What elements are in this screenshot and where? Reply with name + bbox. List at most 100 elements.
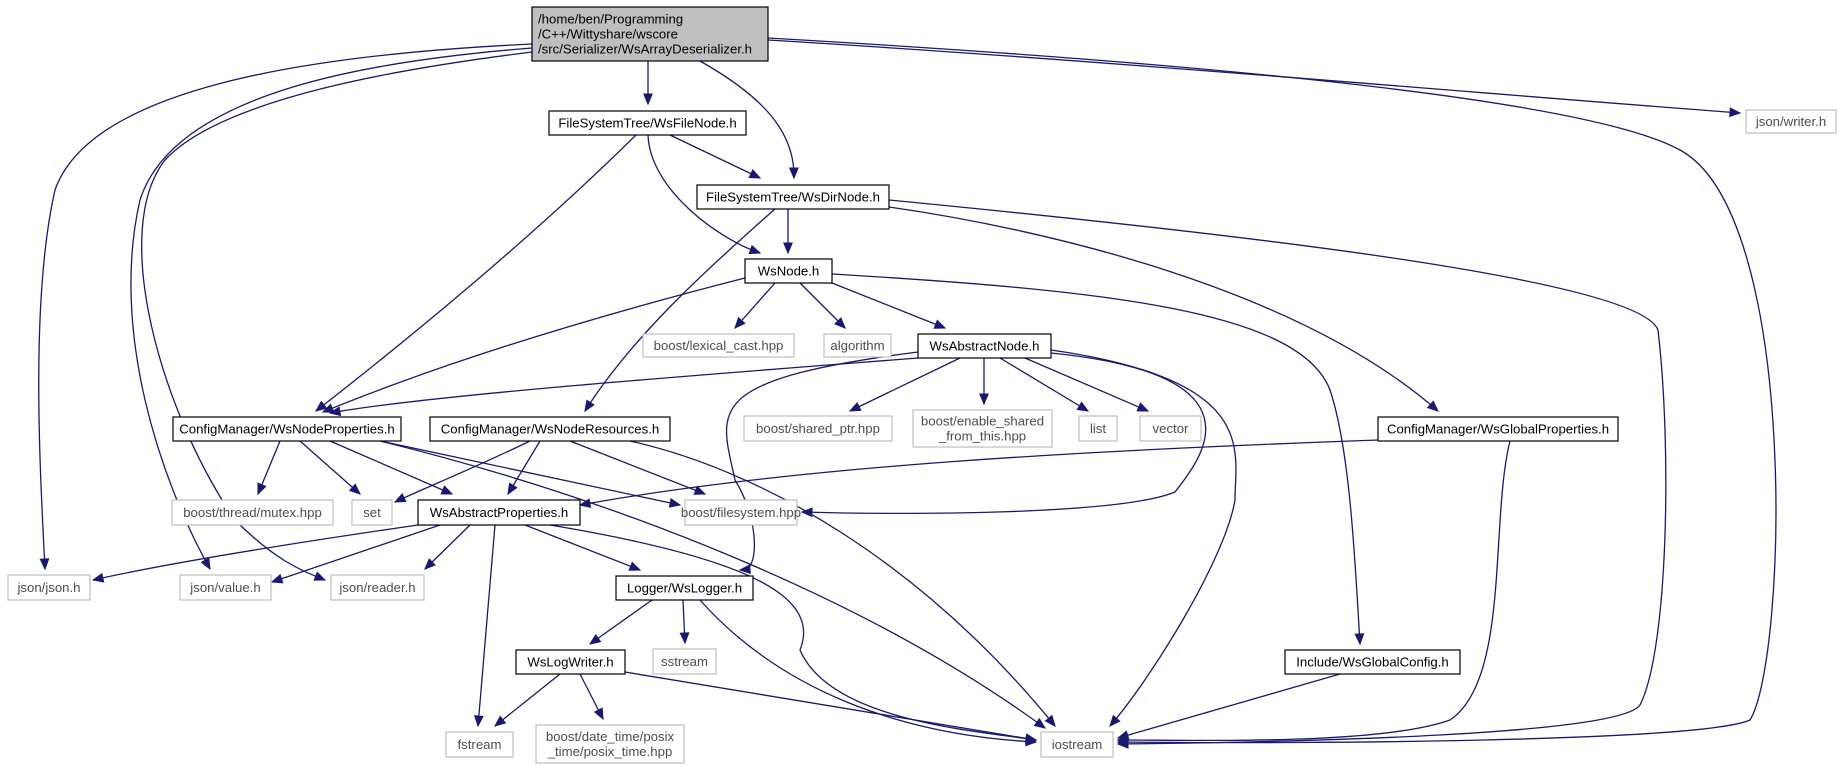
node-nodeprops[interactable]: ConfigManager/WsNodeProperties.h xyxy=(172,416,402,442)
node-label: boost/shared_ptr.hpp xyxy=(756,421,880,436)
edge-absprops-to-jsonvalue xyxy=(271,524,441,583)
arrowhead-absprops-to-logger xyxy=(628,561,642,571)
arrowhead-noderes-to-filesystem xyxy=(693,485,707,495)
node-lexical: boost/lexical_cast.hpp xyxy=(642,333,795,358)
edge-absnode-to-list xyxy=(999,357,1089,412)
arrowhead-absnode-to-iostream xyxy=(1109,714,1121,727)
arrowhead-nodeprops-to-mutex xyxy=(257,482,267,496)
node-label: set xyxy=(363,505,381,520)
edge-globalprops-to-absprops xyxy=(579,439,1379,506)
node-box xyxy=(179,574,272,601)
arrowhead-root-to-jsonreader xyxy=(313,571,327,581)
edge-absprops-to-iostream xyxy=(549,524,1037,741)
arrowhead-absnode-to-sharedptr xyxy=(848,401,862,412)
arrowhead-root-to-jsonwriter xyxy=(1729,107,1742,118)
node-box xyxy=(823,333,892,358)
node-absnode[interactable]: WsAbstractNode.h xyxy=(917,333,1052,359)
arrowhead-wsnode-to-lexical xyxy=(734,316,746,329)
node-mutex: boost/thread/mutex.hpp xyxy=(171,499,334,526)
arrowhead-globalprops-to-absprops xyxy=(578,498,592,509)
edge-absprops-to-fstream xyxy=(477,524,496,727)
edge-fsdir-to-noderes xyxy=(584,208,776,412)
node-label: ConfigManager/WsGlobalProperties.h xyxy=(1387,422,1609,437)
node-posix: boost/date_time/posix_time/posix_time.hp… xyxy=(535,724,685,764)
edge-root-to-jsonwriter xyxy=(767,39,1741,114)
arrowhead-noderes-to-absprops xyxy=(507,482,518,496)
edge-logger-to-logwriter xyxy=(589,599,653,645)
edge-logwriter-to-iostream xyxy=(624,671,1037,741)
node-sharedptr: boost/shared_ptr.hpp xyxy=(743,415,893,442)
node-label: boost/lexical_cast.hpp xyxy=(654,338,784,353)
node-label: vector xyxy=(1153,421,1190,436)
node-label: ConfigManager/WsNodeProperties.h xyxy=(179,422,395,437)
node-wsnode[interactable]: WsNode.h xyxy=(744,258,833,284)
node-logger[interactable]: Logger/WsLogger.h xyxy=(615,575,754,601)
node-label: iostream xyxy=(1052,737,1103,752)
node-label: WsAbstractProperties.h xyxy=(430,505,569,520)
node-noderes[interactable]: ConfigManager/WsNodeResources.h xyxy=(429,416,671,442)
arrowhead-noderes-to-iostream xyxy=(1044,714,1056,727)
node-fsdir[interactable]: FileSystemTree/WsDirNode.h xyxy=(696,184,890,210)
edge-noderes-to-set xyxy=(394,440,531,503)
node-box xyxy=(351,499,393,526)
node-enableshared: boost/enable_shared_from_this.hpp xyxy=(912,409,1053,448)
arrowhead-absnode-to-vector xyxy=(1136,402,1150,412)
node-label: algorithm xyxy=(830,338,884,353)
edge-fsdir-to-iostream xyxy=(888,199,1667,745)
node-box xyxy=(330,574,425,601)
node-label: WsAbstractNode.h xyxy=(930,339,1040,354)
node-box xyxy=(417,499,581,526)
edge-root-to-iostream xyxy=(767,37,1777,744)
node-label: /src/Serializer/WsArrayDeserializer.h xyxy=(538,42,752,57)
arrowhead-root-to-fsfile xyxy=(643,93,653,106)
edge-root-to-jsonvalue xyxy=(130,47,533,570)
edge-absnode-to-iostream xyxy=(1050,349,1237,727)
edge-absnode-to-vector xyxy=(1024,357,1149,412)
node-root[interactable]: /home/ben/Programming/C++/Wittyshare/wsc… xyxy=(531,6,769,62)
node-label: WsNode.h xyxy=(758,264,820,279)
edge-wsnode-to-nodeprops xyxy=(322,277,746,413)
node-globalconfig[interactable]: Include/WsGlobalConfig.h xyxy=(1284,649,1461,675)
node-globalprops[interactable]: ConfigManager/WsGlobalProperties.h xyxy=(1377,416,1619,442)
node-box xyxy=(1078,415,1118,442)
node-label: boost/date_time/posix xyxy=(546,729,675,744)
node-label: boost/filesystem.hpp xyxy=(681,505,801,520)
node-logwriter[interactable]: WsLogWriter.h xyxy=(515,649,626,675)
edge-absprops-to-logger xyxy=(524,524,641,571)
node-label: _from_this.hpp xyxy=(938,429,1026,444)
edge-fsdir-to-globalprops xyxy=(888,206,1439,412)
node-box xyxy=(743,415,893,442)
arrowhead-fsdir-to-noderes xyxy=(584,399,595,413)
node-algorithm: algorithm xyxy=(823,333,892,358)
arrowhead-absprops-to-fstream xyxy=(473,715,484,728)
node-box xyxy=(172,416,402,442)
nodes-layer: /home/ben/Programming/C++/Wittyshare/wsc… xyxy=(7,6,1837,764)
node-absprops[interactable]: WsAbstractProperties.h xyxy=(417,499,581,526)
node-jsonvalue: json/value.h xyxy=(179,574,272,601)
arrowhead-logwriter-to-iostream xyxy=(1024,733,1038,744)
edge-fsfile-to-fsdir xyxy=(669,134,761,179)
node-box xyxy=(535,724,685,764)
node-label: boost/thread/mutex.hpp xyxy=(183,505,322,520)
edge-absnode-to-filesystem xyxy=(801,352,1207,515)
node-label: boost/enable_shared xyxy=(921,414,1044,429)
node-fsfile[interactable]: FileSystemTree/WsFileNode.h xyxy=(548,110,747,136)
node-box xyxy=(684,499,798,526)
node-label: Logger/WsLogger.h xyxy=(627,581,742,596)
edge-fsfile-to-nodeprops xyxy=(315,134,637,412)
arrowhead-root-to-jsonjson xyxy=(39,558,50,571)
edges-layer xyxy=(38,37,1777,749)
arrowhead-logwriter-to-posix xyxy=(593,707,604,721)
edge-noderes-to-filesystem xyxy=(569,440,706,495)
node-label: /home/ben/Programming xyxy=(538,12,683,27)
node-box xyxy=(652,648,717,675)
node-label: WsLogWriter.h xyxy=(527,655,613,670)
node-label: fstream xyxy=(458,737,502,752)
arrowhead-wsnode-to-absnode xyxy=(933,319,947,329)
node-box xyxy=(445,731,514,758)
node-label: _time/posix_time.hpp xyxy=(547,744,673,759)
edge-fsfile-to-wsnode xyxy=(647,134,761,254)
edge-wsnode-to-globalconfig xyxy=(831,273,1361,645)
arrowhead-absnode-to-nodeprops xyxy=(328,406,342,417)
arrowhead-fsdir-to-wsnode xyxy=(783,242,793,255)
